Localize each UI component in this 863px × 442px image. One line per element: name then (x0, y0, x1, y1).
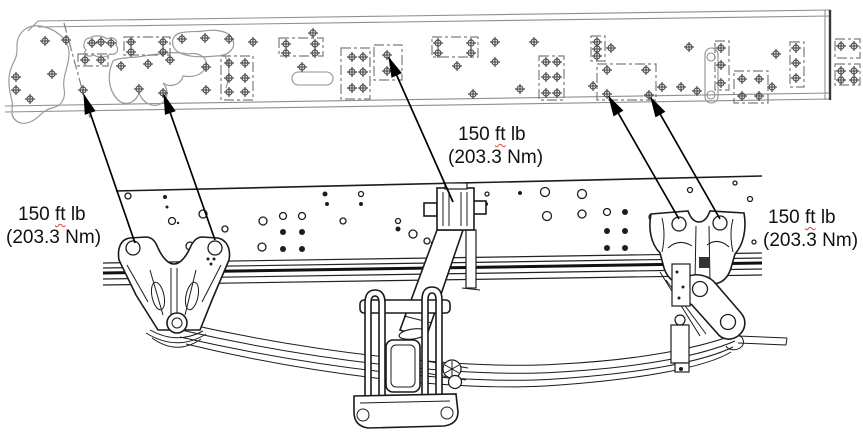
axle-u-bolt-assembly (353, 286, 469, 429)
rear-spring-hanger-shackle (649, 210, 746, 373)
unit-lb: lb (510, 124, 526, 145)
leader-center (388, 56, 454, 203)
leader-rear-right (650, 96, 721, 220)
unit-ft: ft (804, 207, 816, 228)
torque-number: 150 (458, 124, 490, 145)
torque-value-metric: (203.3 Nm) (448, 147, 544, 168)
side-view-frame-rail (102, 175, 788, 429)
torque-label-left: 150 ft lb (203.3 Nm) (6, 203, 101, 249)
bracket-nut-right (472, 200, 487, 215)
spring-eye (166, 312, 188, 334)
vertical-slot (704, 47, 719, 104)
gusset-outline-wavy (108, 52, 207, 106)
unit-ft: ft (494, 124, 506, 145)
bracket-nut-left (423, 202, 438, 217)
unit-lb: lb (820, 207, 836, 228)
leader-front-left (83, 93, 136, 244)
small-bolt-cluster-outline (83, 35, 119, 58)
torque-value-us: 150 ft lb (768, 206, 858, 229)
spring-seat (385, 339, 421, 393)
side-plate (671, 263, 691, 307)
shackle-plate (682, 274, 746, 340)
plan-view-frame-rail (4, 9, 861, 124)
unit-lb: lb (70, 204, 86, 225)
gusset-outline-upper (171, 29, 235, 58)
front-spring-hanger (117, 236, 231, 348)
leaf-spring (179, 322, 788, 388)
unit-ft: ft (54, 204, 66, 225)
leader-arrows (83, 56, 721, 244)
torque-value-metric: (203.3 Nm) (6, 227, 102, 248)
torque-label-right: 150 ft lb (203.3 Nm) (763, 206, 858, 252)
gusset-outline-left (8, 25, 70, 124)
leader-front-right (163, 93, 216, 241)
spring-clamp (670, 324, 690, 364)
bolt-plate-rectangles (77, 35, 861, 104)
torque-label-center: 150 ft lb (203.3 Nm) (448, 123, 543, 169)
torque-number: 150 (768, 207, 800, 228)
leader-rear-left (608, 95, 680, 220)
torque-number: 150 (18, 204, 50, 225)
torque-value-metric: (203.3 Nm) (763, 230, 859, 251)
torque-value-us: 150 ft lb (458, 123, 543, 146)
bottom-plate (353, 393, 459, 429)
torque-value-us: 150 ft lb (18, 203, 101, 226)
oval-slot (291, 71, 334, 86)
bolt-hole-markers (10, 27, 860, 105)
